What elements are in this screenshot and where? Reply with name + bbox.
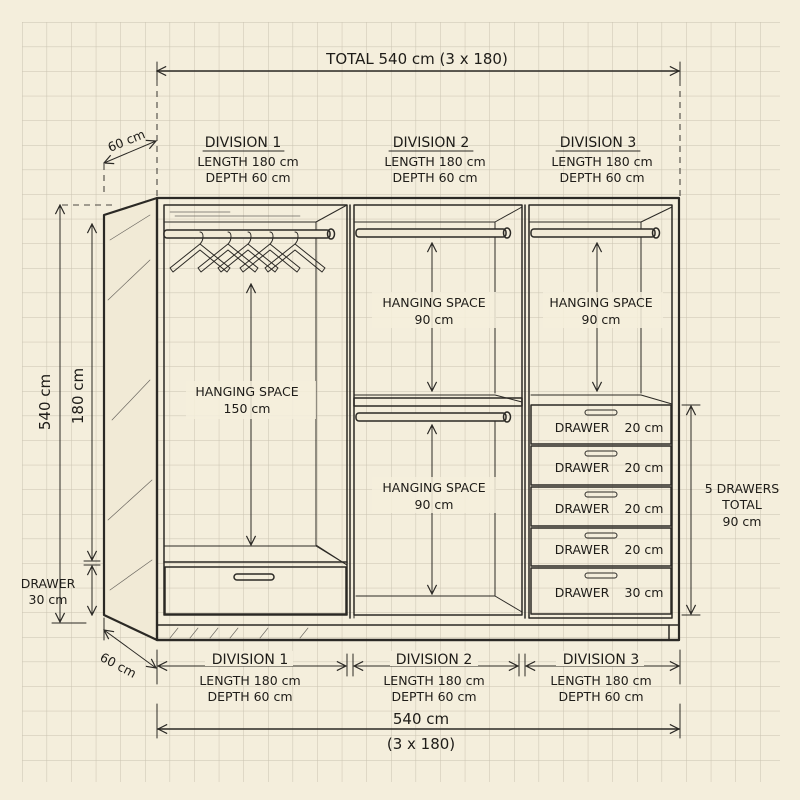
svg-text:DRAWER: DRAWER [555, 420, 610, 435]
svg-text:20 cm: 20 cm [625, 420, 664, 435]
bottom-total-dimension: 540 cm (3 x 180) [156, 703, 681, 753]
svg-text:DIVISION 1: DIVISION 1 [212, 652, 288, 668]
svg-text:HANGING SPACE: HANGING SPACE [382, 295, 485, 310]
svg-text:30 cm: 30 cm [625, 585, 664, 600]
svg-text:HANGING SPACE: HANGING SPACE [549, 295, 652, 310]
division-header-top-1: DIVISION 1 LENGTH 180 cm DEPTH 60 cm [197, 135, 298, 185]
svg-text:90 cm: 90 cm [723, 514, 762, 529]
drawer-5: DRAWER 30 cm [530, 567, 672, 615]
inner-height-label: 180 cm [69, 368, 87, 424]
division-header-top-2: DIVISION 2 LENGTH 180 cm DEPTH 60 cm [384, 135, 485, 185]
svg-text:20 cm: 20 cm [625, 460, 664, 475]
drawers-total-dimension: 5 DRAWERS TOTAL 90 cm [681, 404, 780, 616]
svg-text:DIVISION 1: DIVISION 1 [205, 135, 281, 151]
svg-text:DIVISION 2: DIVISION 2 [393, 135, 469, 151]
svg-text:DEPTH 60 cm: DEPTH 60 cm [208, 689, 293, 704]
svg-text:DEPTH 60 cm: DEPTH 60 cm [559, 689, 644, 704]
top-total-dimension: TOTAL 540 cm (3 x 180) [157, 50, 681, 81]
svg-text:LENGTH 180 cm: LENGTH 180 cm [197, 154, 298, 169]
drawer-handle [584, 491, 618, 498]
extension-lines [62, 80, 681, 206]
svg-text:90 cm: 90 cm [415, 312, 454, 327]
svg-text:LENGTH 180 cm: LENGTH 180 cm [383, 673, 484, 688]
wardrobe: HANGING SPACE 150 cm HANGING SPACE 90 cm [102, 196, 681, 642]
drawer-1: DRAWER 20 cm [530, 404, 672, 445]
drawer-4: DRAWER 20 cm [530, 527, 672, 567]
division-footer-3: DIVISION 3 LENGTH 180 cm DEPTH 60 cm [550, 651, 652, 704]
outer-height-label: 540 cm [36, 374, 54, 430]
drawer-handle [584, 409, 618, 416]
svg-text:540 cm: 540 cm [393, 710, 449, 728]
svg-text:DEPTH 60 cm: DEPTH 60 cm [206, 170, 291, 185]
svg-text:LENGTH 180 cm: LENGTH 180 cm [384, 154, 485, 169]
left-drawer-dimension: DRAWER 30 cm [21, 564, 101, 615]
svg-text:DRAWER: DRAWER [555, 501, 610, 516]
drawer-stack: DRAWER 20 cm DRAWER 20 cm DRAWER 20 cm [530, 404, 672, 615]
division-2-compartment: HANGING SPACE 90 cm HANGING SPACE 90 cm [353, 204, 523, 616]
svg-text:20 cm: 20 cm [625, 501, 664, 516]
svg-text:DEPTH 60 cm: DEPTH 60 cm [393, 170, 478, 185]
top-total-label: TOTAL 540 cm (3 x 180) [325, 50, 508, 68]
svg-text:LENGTH 180 cm: LENGTH 180 cm [199, 673, 300, 688]
bottom-division-dimensions: DIVISION 1 LENGTH 180 cm DEPTH 60 cm DIV… [156, 649, 681, 704]
division-1-drawer [164, 566, 347, 615]
svg-text:LENGTH 180 cm: LENGTH 180 cm [550, 673, 651, 688]
division-footer-1: DIVISION 1 LENGTH 180 cm DEPTH 60 cm [199, 651, 301, 704]
svg-text:DRAWER: DRAWER [555, 585, 610, 600]
svg-text:DRAWER: DRAWER [555, 542, 610, 557]
division-header-top-3: DIVISION 3 LENGTH 180 cm DEPTH 60 cm [551, 135, 652, 185]
svg-text:DRAWER: DRAWER [21, 576, 76, 591]
svg-text:5 DRAWERS: 5 DRAWERS [705, 481, 780, 496]
svg-text:20 cm: 20 cm [625, 542, 664, 557]
drawer-3: DRAWER 20 cm [530, 486, 672, 527]
svg-text:HANGING SPACE: HANGING SPACE [382, 480, 485, 495]
svg-text:DRAWER: DRAWER [555, 460, 610, 475]
division-footer-2: DIVISION 2 LENGTH 180 cm DEPTH 60 cm [383, 651, 485, 704]
svg-text:(3 x 180): (3 x 180) [387, 735, 455, 753]
svg-text:30 cm: 30 cm [29, 592, 68, 607]
svg-text:DIVISION 3: DIVISION 3 [563, 652, 639, 668]
left-inner-dimension: 180 cm [69, 224, 101, 562]
svg-text:HANGING SPACE: HANGING SPACE [195, 384, 298, 399]
svg-text:90 cm: 90 cm [415, 497, 454, 512]
division-1-compartment: HANGING SPACE 150 cm [163, 204, 348, 616]
svg-text:DEPTH 60 cm: DEPTH 60 cm [392, 689, 477, 704]
drawer-2: DRAWER 20 cm [530, 445, 672, 486]
svg-text:DIVISION 3: DIVISION 3 [560, 135, 636, 151]
clothes-hangers [169, 231, 326, 273]
svg-text:LENGTH 180 cm: LENGTH 180 cm [551, 154, 652, 169]
drawer-handle [584, 450, 618, 457]
svg-text:90 cm: 90 cm [582, 312, 621, 327]
drawer-handle [584, 532, 618, 539]
drawer-handle [584, 572, 618, 579]
svg-text:DIVISION 2: DIVISION 2 [396, 652, 472, 668]
svg-text:TOTAL: TOTAL [721, 497, 762, 512]
svg-text:150 cm: 150 cm [224, 401, 271, 416]
drawer-handle [233, 573, 275, 581]
svg-text:DEPTH 60 cm: DEPTH 60 cm [560, 170, 645, 185]
division-3-compartment: HANGING SPACE 90 cm DRAWER 20 cm DRAWER … [528, 204, 673, 619]
left-outer-dimension: 540 cm [36, 205, 87, 624]
